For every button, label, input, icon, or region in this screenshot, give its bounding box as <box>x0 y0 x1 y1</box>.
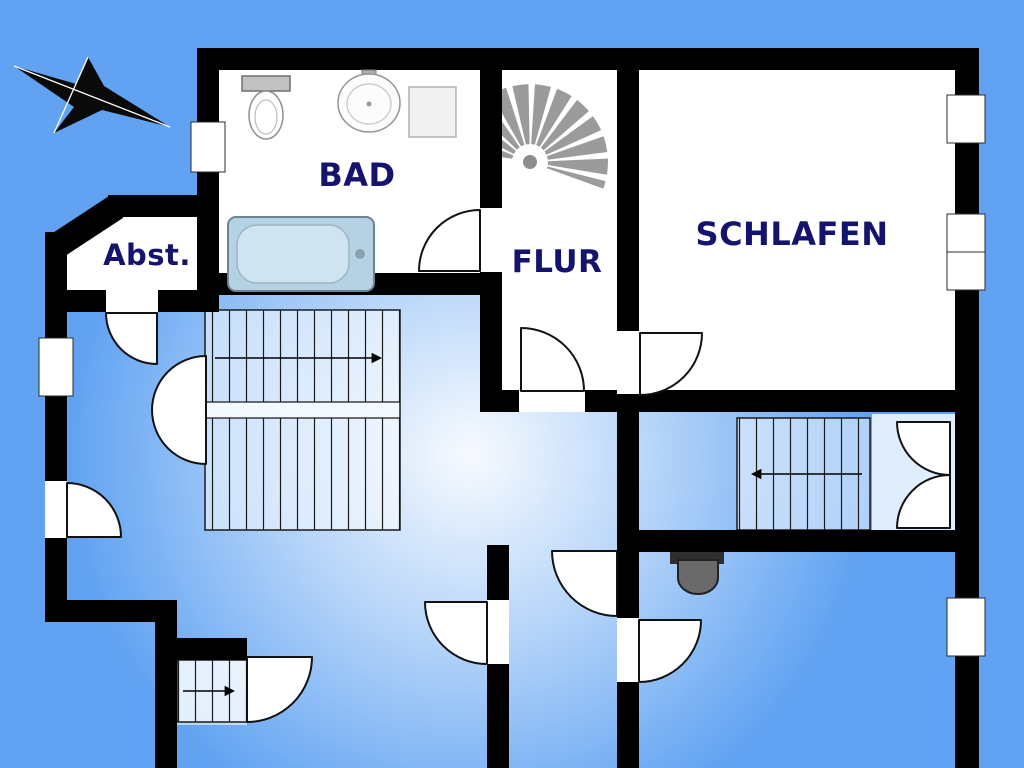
window <box>38 337 74 397</box>
sink-drain <box>366 101 372 107</box>
room-label-schlafen: SCHLAFEN <box>695 215 889 253</box>
door-swing-arc <box>66 482 122 538</box>
door-swing-arc <box>638 619 702 683</box>
toilet-bowl <box>248 90 284 140</box>
door-swing-arc <box>418 209 481 272</box>
room-label-flur: FLUR <box>511 244 603 280</box>
door-opening <box>480 208 502 272</box>
door-opening <box>45 481 67 538</box>
wall-segment-diagonal <box>44 196 124 260</box>
spiral-staircase-icon <box>502 84 608 189</box>
wall-segment <box>197 48 979 70</box>
compass-axis <box>53 56 89 134</box>
sink-icon <box>337 69 401 133</box>
room-abst <box>67 217 197 312</box>
door-swing-arc <box>246 656 313 723</box>
right-staircase-icon <box>736 417 871 531</box>
spiral-center-post <box>523 155 537 169</box>
toilet-cistern <box>241 75 291 92</box>
stair-landing-band <box>205 402 400 418</box>
door-swing-arc <box>896 474 951 529</box>
stair-stringer-lines <box>205 401 400 419</box>
door-swing-arc <box>551 550 618 617</box>
stair-treads <box>205 418 400 530</box>
stair-treads <box>205 310 400 402</box>
wall-segment <box>617 530 979 552</box>
door-opening <box>106 290 158 312</box>
door-swing-arc <box>639 332 703 396</box>
wall-segment <box>155 600 177 768</box>
bathtub-icon <box>227 216 375 292</box>
door-swing-arc <box>105 312 158 365</box>
wall-segment <box>45 600 177 622</box>
wall-segment <box>617 390 979 412</box>
window <box>190 121 226 173</box>
wall-segment <box>108 195 219 217</box>
toilet-bowl-inner <box>254 99 278 135</box>
room-label-abst: Abst. <box>103 238 191 272</box>
spiral-steps <box>502 84 608 189</box>
door-openings <box>45 208 639 682</box>
door-opening <box>487 600 509 664</box>
doors <box>66 209 951 723</box>
door-swing-arc <box>424 601 488 665</box>
compass-axis <box>13 65 171 128</box>
bathtub-drain <box>355 249 365 259</box>
wall-segment <box>617 412 639 768</box>
wall-segment <box>617 70 639 412</box>
basin-bowl <box>677 559 719 595</box>
windows <box>38 94 986 657</box>
door-opening <box>519 390 585 412</box>
compass-rose-icon <box>13 56 171 134</box>
window <box>946 597 986 657</box>
window <box>946 94 986 144</box>
shower-tray-icon <box>408 86 457 138</box>
door-swing-arc <box>520 327 585 392</box>
door-opening <box>617 331 639 394</box>
room-label-bad: BAD <box>318 156 396 194</box>
compass-star <box>14 57 170 133</box>
small-staircase-icon <box>176 659 248 723</box>
door-swing-arc <box>151 355 207 465</box>
bathtub-basin <box>236 224 350 284</box>
sink-basin-inner <box>346 83 392 125</box>
wall-basin-icon <box>670 552 724 595</box>
door-opening <box>617 618 639 682</box>
toilet-icon <box>241 75 291 140</box>
wall-segment <box>177 638 247 660</box>
main-staircase-icon <box>204 309 401 531</box>
